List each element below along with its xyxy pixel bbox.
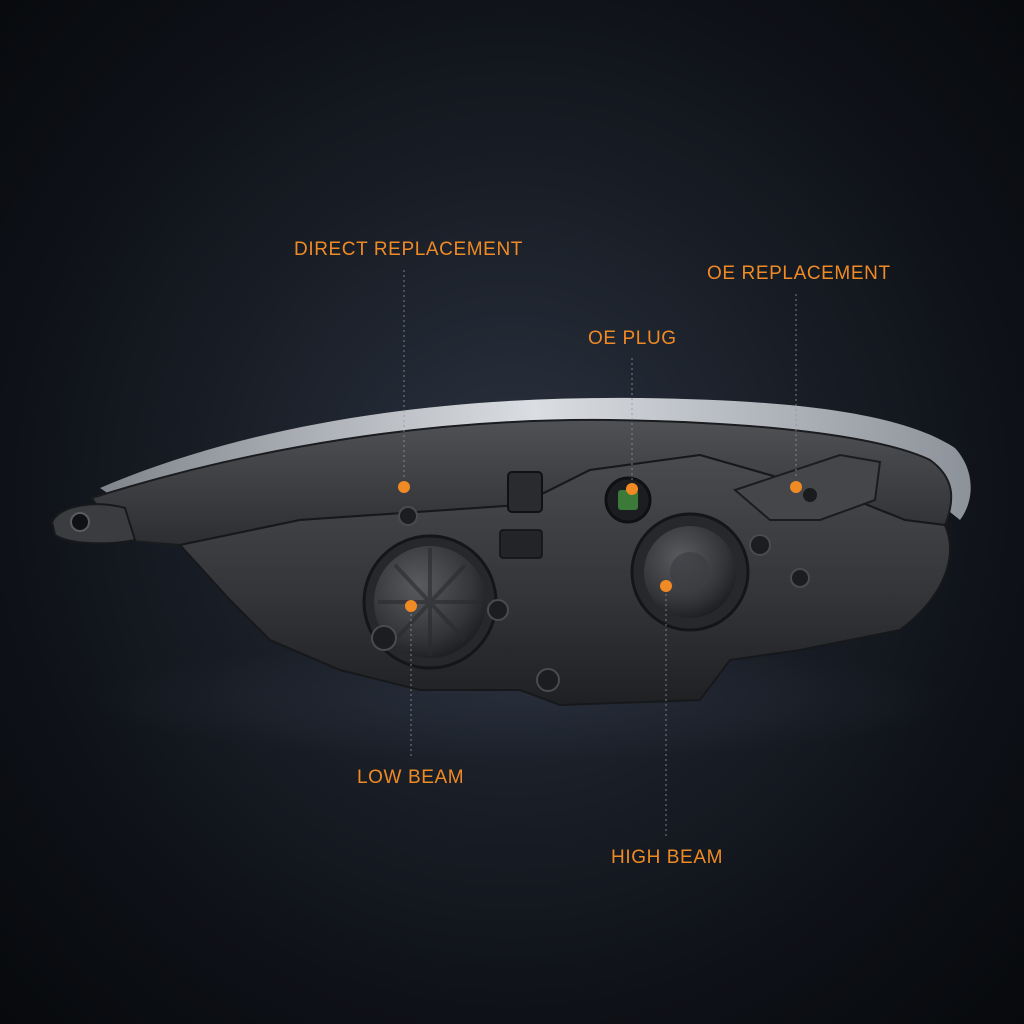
dot-low-beam xyxy=(405,600,417,612)
housing-bolt xyxy=(749,534,771,556)
label-high-beam: HIGH BEAM xyxy=(611,847,724,868)
high-beam-cap-center xyxy=(670,552,710,592)
mounting-ear xyxy=(50,503,137,545)
dot-direct-replacement xyxy=(398,481,410,493)
center-connector xyxy=(507,471,543,513)
callout-leader-lines xyxy=(403,270,797,836)
dot-oe-plug xyxy=(626,483,638,495)
dot-oe-replacement xyxy=(790,481,802,493)
label-direct-replacement: DIRECT REPLACEMENT xyxy=(294,239,523,260)
oe-plug-connector xyxy=(618,490,638,510)
chrome-trim xyxy=(100,397,971,520)
mounting-hole xyxy=(70,512,90,532)
housing-bolt xyxy=(398,506,418,526)
housing-bolt xyxy=(487,599,509,621)
right-bracket xyxy=(733,453,882,521)
floor-shadow xyxy=(90,640,950,760)
dot-high-beam xyxy=(660,580,672,592)
label-oe-plug: OE PLUG xyxy=(588,328,677,349)
label-oe-replacement: OE REPLACEMENT xyxy=(707,263,891,284)
housing-bolt xyxy=(536,668,560,692)
bracket-bolt xyxy=(803,488,817,502)
housing-bolt xyxy=(371,625,397,651)
label-low-beam: LOW BEAM xyxy=(357,767,465,788)
housing-bolt xyxy=(790,568,810,588)
low-beam-cap-ribs xyxy=(378,548,482,656)
vent-block xyxy=(499,529,543,559)
callout-dots xyxy=(398,481,802,612)
